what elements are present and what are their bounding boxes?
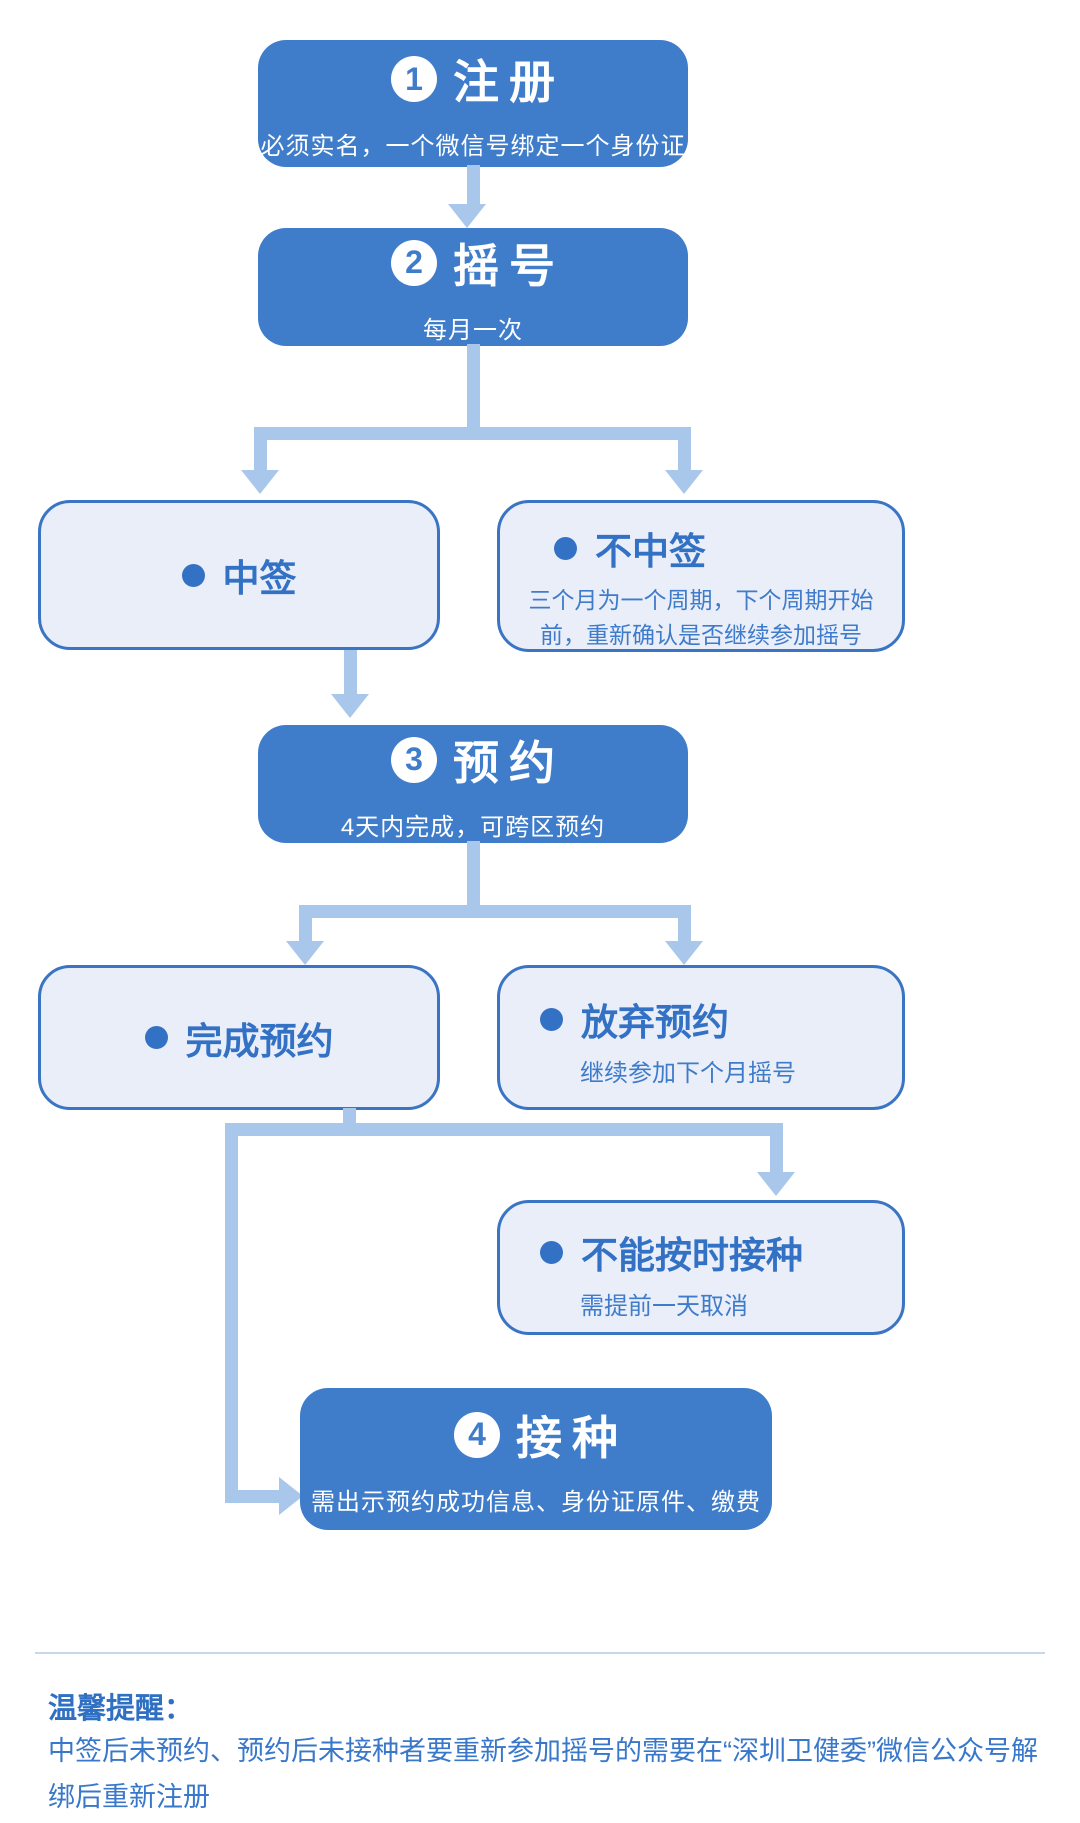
outcome-title: 中签 [181, 548, 297, 602]
reminder-title: 温馨提醒： [48, 1693, 194, 1725]
outcome-desc: 继续参加下个月摇号 [580, 1060, 796, 1087]
step-number-badge: 4 [454, 1411, 500, 1458]
arrow-down-icon [448, 204, 486, 228]
step-subtitle: 必须实名，一个微信号绑定一个身份证 [260, 133, 686, 160]
reminder-body: 中签后未预约、预约后未接种者要重新参加摇号的需要在“深圳卫健委”微信公众号解绑后… [48, 1736, 1038, 1812]
outcome-box-win: 中签 [38, 500, 440, 650]
step-box-lottery: 2 摇号 每月一次 [258, 228, 688, 346]
outcome-label: 不能按时接种 [581, 1235, 803, 1276]
outcome-title: 不能按时接种 [540, 1225, 902, 1279]
outcome-label: 不中签 [595, 531, 706, 572]
step-title-label: 摇号 [453, 239, 565, 292]
step-title: 2 摇号 [391, 230, 555, 296]
outcome-desc: 三个月为一个周期，下个周期开始前，重新确认是否继续参加摇号 [528, 587, 874, 648]
connector-line [299, 905, 312, 947]
step-number-badge: 3 [391, 736, 437, 783]
connector-line [770, 1123, 783, 1175]
connector-line [299, 905, 691, 918]
outcome-box-lose: 不中签 三个月为一个周期，下个周期开始前，重新确认是否继续参加摇号 [497, 500, 905, 652]
connector-line [467, 165, 480, 207]
outcome-box-cannot-attend: 不能按时接种 需提前一天取消 [497, 1200, 905, 1335]
outcome-box-complete: 完成预约 [38, 965, 440, 1110]
step-title-label: 预约 [453, 736, 565, 789]
outcome-label: 完成预约 [185, 1020, 334, 1062]
connector-line [254, 427, 267, 473]
connector-line [344, 650, 357, 696]
outcome-desc: 需提前一天取消 [580, 1293, 748, 1320]
connector-line [467, 841, 480, 913]
outcome-label: 放弃预约 [581, 1002, 729, 1043]
connector-line [225, 1123, 238, 1503]
step-number-badge: 2 [391, 239, 437, 286]
outcome-title: 完成预约 [144, 1011, 334, 1065]
connector-line [254, 427, 691, 440]
bullet-icon [554, 536, 577, 560]
arrow-down-icon [286, 941, 324, 965]
step-title: 3 预约 [391, 727, 555, 793]
outcome-label: 中签 [222, 558, 297, 599]
divider-line [35, 1652, 1045, 1654]
connector-line [678, 427, 691, 473]
step-number-badge: 1 [391, 56, 437, 102]
step-box-vaccinate: 4 接种 需出示预约成功信息、身份证原件、缴费 [300, 1388, 772, 1530]
bullet-icon [540, 1007, 563, 1031]
bullet-icon [181, 563, 205, 587]
connector-line [467, 344, 480, 434]
outcome-box-giveup: 放弃预约 继续参加下个月摇号 [497, 965, 905, 1110]
arrow-right-icon [279, 1477, 303, 1515]
connector-line [225, 1123, 783, 1136]
bullet-icon [144, 1026, 168, 1049]
arrow-down-icon [665, 470, 703, 494]
step-title-label: 注册 [453, 56, 565, 108]
step-subtitle: 4天内完成，可跨区预约 [340, 813, 606, 841]
bullet-icon [540, 1240, 563, 1264]
arrow-down-icon [241, 470, 279, 494]
arrow-down-icon [665, 941, 703, 965]
arrow-down-icon [757, 1172, 795, 1196]
step-subtitle: 需出示预约成功信息、身份证原件、缴费 [311, 1488, 761, 1516]
step-title: 4 接种 [454, 1402, 618, 1468]
step-title-label: 接种 [516, 1411, 628, 1464]
arrow-down-icon [331, 694, 369, 718]
connector-line [225, 1490, 281, 1503]
outcome-title: 放弃预约 [540, 992, 902, 1046]
step-subtitle: 每月一次 [423, 316, 523, 344]
connector-line [678, 905, 691, 947]
step-box-appointment: 3 预约 4天内完成，可跨区预约 [258, 725, 688, 843]
step-title: 1 注册 [391, 46, 555, 112]
outcome-title: 不中签 [554, 521, 902, 575]
step-box-register: 1 注册 必须实名，一个微信号绑定一个身份证 [258, 40, 688, 167]
